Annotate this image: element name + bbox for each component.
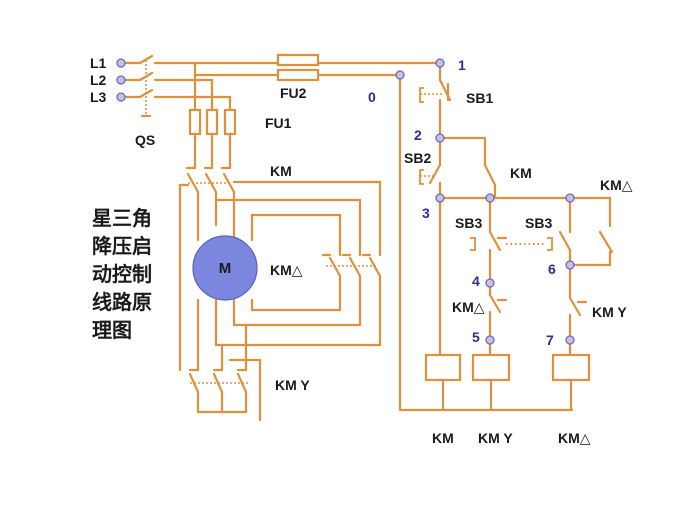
label-l2: L2 bbox=[90, 72, 107, 88]
label-sb3-left: SB3 bbox=[455, 215, 482, 231]
label-km-y-nc: KM Y bbox=[592, 304, 627, 320]
label-qs: QS bbox=[135, 132, 155, 148]
coil-kmy bbox=[471, 353, 511, 382]
coil-km bbox=[424, 353, 462, 382]
label-l3: L3 bbox=[90, 89, 107, 105]
terminals bbox=[116, 58, 575, 345]
title-line-5: 理图 bbox=[92, 318, 132, 342]
label-coil-kmy: KM Y bbox=[478, 430, 513, 446]
label-km-delta-main: KM△ bbox=[270, 262, 303, 278]
coil-kmdelta bbox=[551, 353, 591, 382]
label-km-y-main: KM Y bbox=[275, 377, 310, 393]
control-circuit bbox=[398, 61, 614, 412]
label-coil-kmdelta: KM△ bbox=[558, 430, 591, 446]
title-line-2: 降压启 bbox=[92, 234, 152, 258]
label-fu1: FU1 bbox=[265, 115, 292, 131]
label-fu2: FU2 bbox=[280, 85, 307, 101]
motor-label: M bbox=[219, 260, 232, 277]
label-sb2: SB2 bbox=[404, 150, 431, 166]
node-6: 6 bbox=[548, 261, 556, 277]
label-km-main: KM bbox=[270, 163, 292, 179]
label-km-delta-hold: KM△ bbox=[600, 177, 633, 193]
fu2-fuse-bottom bbox=[276, 68, 320, 82]
label-sb1: SB1 bbox=[466, 90, 493, 106]
label-km-delta-nc: KM△ bbox=[452, 299, 485, 315]
label-coil-km: KM bbox=[432, 430, 454, 446]
node-7: 7 bbox=[546, 332, 554, 348]
node-3: 3 bbox=[422, 205, 430, 221]
label-l1: L1 bbox=[90, 55, 107, 71]
title-line-4: 线路原 bbox=[92, 290, 152, 314]
node-0: 0 bbox=[368, 89, 376, 105]
power-circuit bbox=[122, 53, 442, 422]
labels: L1 L2 L3 QS FU2 FU1 KM KM△ KM Y SB1 SB2 … bbox=[90, 55, 633, 446]
motor: M bbox=[192, 235, 258, 301]
label-sb3-right: SB3 bbox=[525, 215, 552, 231]
node-1: 1 bbox=[458, 57, 466, 73]
node-2: 2 bbox=[414, 127, 422, 143]
label-km-hold: KM bbox=[510, 165, 532, 181]
fu1-fuse-1 bbox=[188, 108, 202, 136]
title-line-3: 动控制 bbox=[92, 262, 152, 286]
fu1-fuse-2 bbox=[205, 108, 219, 136]
title-line-1: 星三角 bbox=[92, 206, 152, 230]
diagram-title: 星三角 降压启 动控制 线路原 理图 bbox=[92, 206, 152, 342]
node-numbers: 0 1 2 3 4 5 6 7 bbox=[368, 57, 556, 348]
fu2-fuse-top bbox=[276, 53, 320, 67]
node-4: 4 bbox=[472, 273, 480, 289]
fu1-fuse-3 bbox=[223, 108, 237, 136]
node-5: 5 bbox=[472, 329, 480, 345]
